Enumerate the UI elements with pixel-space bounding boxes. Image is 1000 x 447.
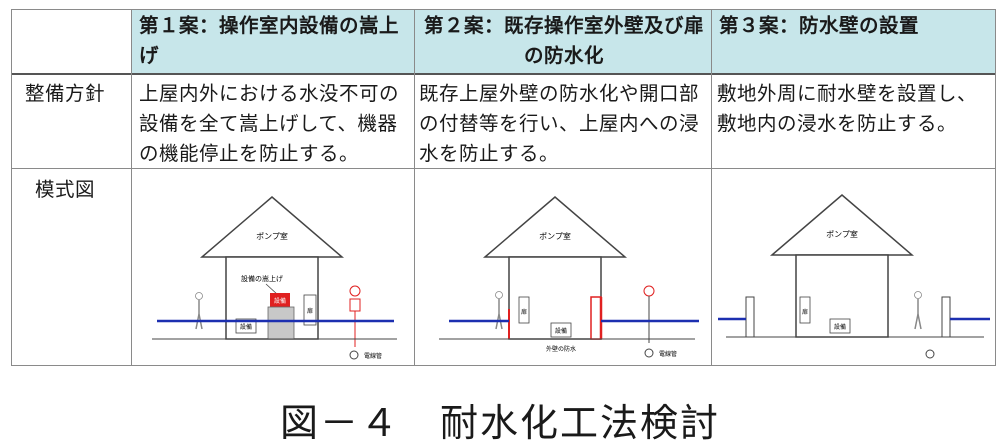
policy-plan-1: 上屋内外における水没不可の設備を全て嵩上げして、機器の機能停止を防止する。 [139,82,400,165]
svg-text:扉: 扉 [521,308,527,316]
raise-platform [267,306,295,340]
table-bottom-border [11,365,996,366]
svg-text:設備: 設備 [274,297,286,305]
equipment-box [235,318,257,334]
column-divider-2 [414,9,415,366]
svg-text:設備: 設備 [555,327,567,335]
table-left-border [11,9,12,366]
row-label-policy: 整備方針 [25,82,106,105]
column-divider-1 [131,9,132,366]
column-divider-3 [711,9,712,366]
diagram-plan-3: ポンプ室 扉 設備 [718,194,990,359]
svg-text:設備: 設備 [834,323,846,331]
svg-text:電線管: 電線管 [659,350,677,358]
flood-wall-right [941,296,951,338]
header-background [131,9,996,73]
pump-room-label: ポンプ室 [256,231,288,241]
diagram-plan-2: ポンプ室 扉 設備 外壁の防水 電線管 [439,196,699,358]
waterproof-door [590,296,602,340]
door [303,294,317,326]
pipe-label: 電線管 [364,352,382,360]
comparison-table: 第１案：操作室内設備の嵩上げ 第２案：既存操作室外壁及び扉の防水化 第３案：防水… [11,9,996,366]
header-plan-3: 第３案：防水壁の設置 [719,14,920,37]
raised-equipment [270,293,290,307]
svg-text:ポンプ室: ポンプ室 [539,231,571,241]
row-divider [11,168,996,169]
figure-caption: 図－４ 耐水化工法検討 [279,401,720,445]
raise-label: 設備の嵩上げ [241,274,283,283]
wall-waterproof-label: 外壁の防水 [546,345,576,353]
policy-plan-3: 敷地外周に耐水壁を設置し、敷地内の浸水を防止する。 [717,82,978,135]
table-right-border [995,9,996,366]
diagram-plan-1: ポンプ室 設備の嵩上げ 設備 設備 扉 電線管 [152,196,397,360]
table-top-border [11,9,996,10]
header-divider [11,73,996,75]
svg-text:ポンプ室: ポンプ室 [826,229,858,239]
policy-plan-2: 既存上屋外壁の防水化や開口部の付替等を行い、上屋内への浸水を防止する。 [419,82,700,165]
header-plan-1: 第１案：操作室内設備の嵩上げ [139,14,400,67]
flood-wall-left [745,296,755,338]
svg-text:設備: 設備 [240,323,252,331]
row-label-diagram: 模式図 [35,178,96,201]
svg-text:扉: 扉 [307,307,313,315]
svg-text:扉: 扉 [802,308,808,316]
header-plan-2: 第２案：既存操作室外壁及び扉の防水化 [423,14,704,67]
